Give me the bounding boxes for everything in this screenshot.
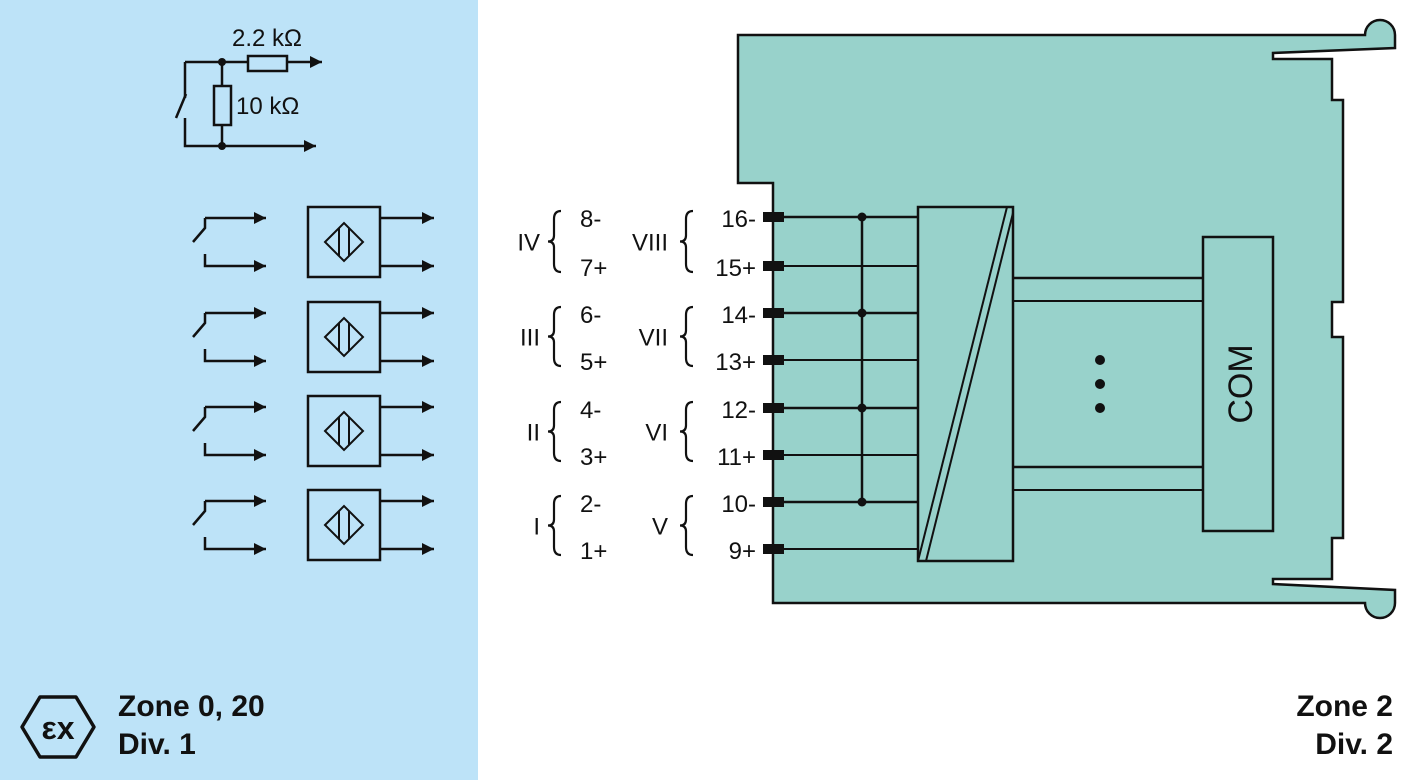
resistor-10k — [212, 84, 233, 127]
brace-icon — [679, 400, 694, 463]
channel-label: I — [533, 514, 540, 541]
brace-icon — [547, 209, 562, 274]
terminal-label-pos: 9+ — [729, 538, 756, 565]
terminal-pin — [763, 308, 784, 318]
terminal-label-neg: 4- — [580, 397, 601, 424]
input-device-row — [192, 300, 434, 374]
switch-contact-icon — [192, 212, 266, 272]
channel-label: III — [520, 325, 540, 352]
channel-label: II — [527, 420, 540, 447]
inductive-sensor-icon — [306, 488, 434, 562]
terminal-label-neg: 14- — [721, 302, 756, 329]
channel-label: IV — [517, 230, 540, 257]
terminal-pin — [763, 355, 784, 365]
hazardous-zone-line1: Zone 0, 20 — [118, 690, 265, 723]
hazardous-area-panel — [0, 0, 478, 780]
safe-zone-line2: Div. 2 — [1315, 728, 1393, 761]
terminal-pin — [763, 403, 784, 413]
ex-hexagon-icon: εx — [20, 695, 96, 759]
terminal-label-neg: 16- — [721, 206, 756, 233]
brace-icon — [679, 305, 694, 368]
terminal-block: IV 8- 7+ III 6- 5+ II 4- 3+ I 2- 1+ VIII 16- 15+ VII 14-… — [517, 206, 918, 565]
terminal-label-neg: 2- — [580, 491, 601, 518]
ellipsis-dots — [1095, 355, 1105, 413]
input-device-row — [192, 394, 434, 468]
switch-contact-icon — [192, 401, 266, 461]
channel-group-left: I 2- 1+ — [533, 491, 607, 565]
com-block — [1201, 235, 1275, 533]
brace-icon — [547, 400, 562, 463]
terminal-label-neg: 10- — [721, 491, 756, 518]
terminal-pin — [763, 450, 784, 460]
hazardous-zone-line2: Div. 1 — [118, 728, 196, 761]
switch-contact-icon — [192, 307, 266, 367]
junction-dot — [857, 403, 867, 413]
module-housing — [736, 18, 1397, 620]
brace-icon — [679, 494, 694, 557]
junction-dot — [218, 58, 226, 66]
terminal-pin — [763, 261, 784, 271]
safe-zone-line1: Zone 2 — [1296, 690, 1393, 723]
input-devices — [192, 205, 434, 562]
channel-label: VI — [645, 420, 668, 447]
terminal-label-pos: 3+ — [580, 444, 607, 471]
svg-text:εx: εx — [42, 710, 75, 746]
brace-icon — [547, 305, 562, 368]
terminal-label-neg: 6- — [580, 302, 601, 329]
junction-dot — [857, 212, 867, 222]
channel-label: VII — [639, 325, 668, 352]
resistor-network — [174, 54, 322, 152]
channel-group-left: IV 8- 7+ — [517, 206, 607, 282]
channel-group-right: VIII 16- 15+ — [632, 206, 756, 282]
junction-dot — [218, 142, 226, 150]
inductive-sensor-icon — [306, 205, 434, 279]
switch-contact-icon — [192, 495, 266, 555]
junction-dot — [857, 308, 867, 318]
channel-group-right: VI 12- 11+ — [645, 397, 756, 471]
com-bus-lines — [1013, 276, 1203, 491]
resistor-10k-label: 10 kΩ — [236, 93, 299, 120]
channel-group-right: V 10- 9+ — [652, 491, 756, 565]
com-label: COM — [1222, 344, 1260, 423]
terminal-label-neg: 12- — [721, 397, 756, 424]
terminal-label-pos: 15+ — [715, 255, 756, 282]
channel-label: V — [652, 514, 668, 541]
brace-icon — [679, 209, 694, 274]
junction-dot — [857, 497, 867, 507]
channel-group-left: II 4- 3+ — [527, 397, 608, 471]
terminal-label-neg: 8- — [580, 206, 601, 233]
terminal-label-pos: 1+ — [580, 538, 607, 565]
input-device-row — [192, 205, 434, 279]
channel-group-left: III 6- 5+ — [520, 302, 607, 376]
resistor-2k2-label: 2.2 kΩ — [232, 25, 302, 52]
terminal-label-pos: 13+ — [715, 349, 756, 376]
switch-contact — [174, 93, 188, 119]
input-device-row — [192, 488, 434, 562]
terminal-label-pos: 7+ — [580, 255, 607, 282]
channel-label: VIII — [632, 230, 668, 257]
terminal-pin — [763, 544, 784, 554]
channel-group-right: VII 14- 13+ — [639, 302, 756, 376]
terminal-pin — [763, 497, 784, 507]
resistor-2k2 — [246, 54, 289, 73]
brace-icon — [547, 494, 562, 557]
inductive-sensor-icon — [306, 300, 434, 374]
terminal-label-pos: 11+ — [717, 444, 756, 471]
terminal-label-pos: 5+ — [580, 349, 607, 376]
terminal-pin — [763, 212, 784, 222]
isolator-block — [916, 205, 1015, 563]
inductive-sensor-icon — [306, 394, 434, 468]
